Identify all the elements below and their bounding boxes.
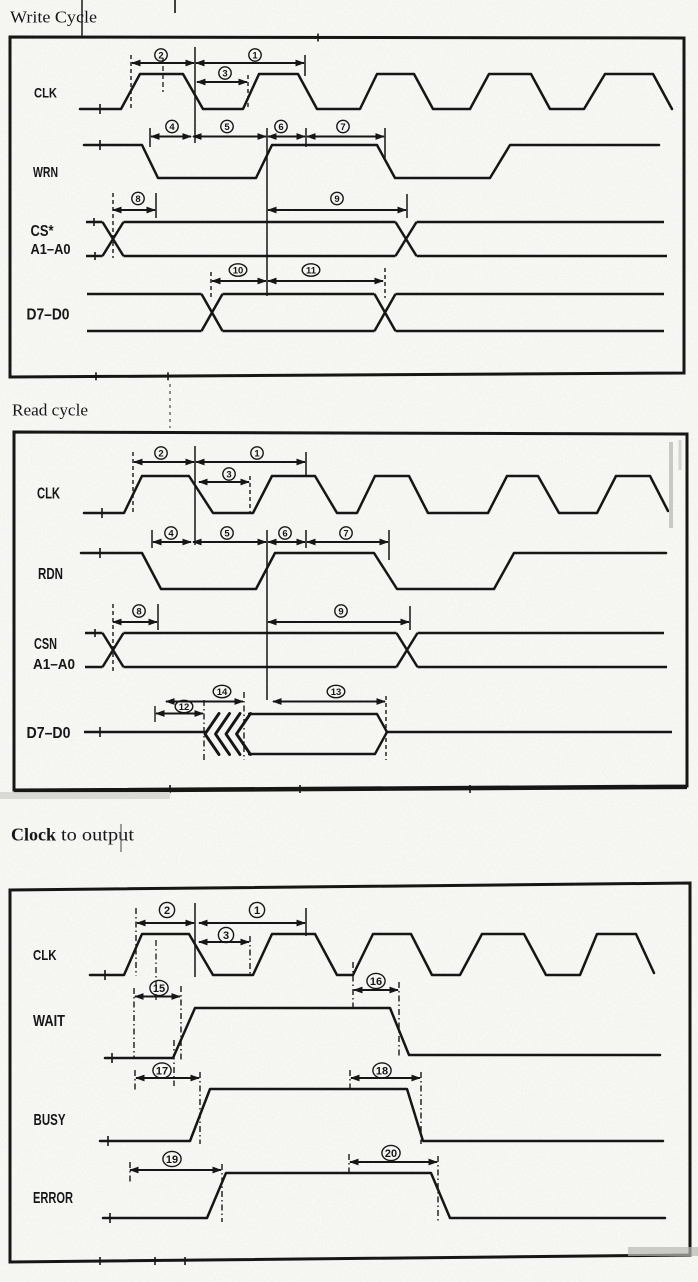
svg-text:9: 9 xyxy=(338,606,343,617)
svg-text:CLK: CLK xyxy=(33,947,57,964)
svg-text:D7–D0: D7–D0 xyxy=(27,307,70,324)
svg-text:3: 3 xyxy=(223,930,229,942)
svg-text:Clock: Clock xyxy=(11,825,56,845)
svg-text:20: 20 xyxy=(385,1148,397,1160)
svg-text:5: 5 xyxy=(224,122,230,133)
svg-text:A1–A0: A1–A0 xyxy=(33,656,75,673)
svg-text:Read cycle: Read cycle xyxy=(12,401,88,420)
svg-text:19: 19 xyxy=(166,1154,178,1166)
svg-text:10: 10 xyxy=(233,265,244,276)
svg-text:Write Cycle: Write Cycle xyxy=(10,8,97,27)
svg-text:11: 11 xyxy=(306,265,317,276)
svg-text:5: 5 xyxy=(224,528,230,539)
svg-text:to output: to output xyxy=(61,825,134,845)
svg-text:3: 3 xyxy=(226,469,231,480)
svg-text:ERROR: ERROR xyxy=(33,1190,73,1207)
svg-text:2: 2 xyxy=(158,50,163,61)
svg-text:2: 2 xyxy=(158,448,163,459)
svg-text:1: 1 xyxy=(252,50,258,61)
svg-text:17: 17 xyxy=(156,1065,168,1077)
svg-text:9: 9 xyxy=(334,194,339,205)
svg-text:CLK: CLK xyxy=(37,486,60,503)
svg-text:1: 1 xyxy=(254,448,260,459)
svg-text:4: 4 xyxy=(168,528,174,539)
svg-text:CLK: CLK xyxy=(34,86,57,101)
svg-text:8: 8 xyxy=(135,194,140,205)
svg-text:2: 2 xyxy=(164,905,170,917)
svg-text:13: 13 xyxy=(331,687,342,698)
svg-text:4: 4 xyxy=(169,122,175,133)
svg-text:8: 8 xyxy=(136,606,141,617)
svg-text:14: 14 xyxy=(217,687,228,698)
svg-text:7: 7 xyxy=(340,122,345,133)
svg-text:12: 12 xyxy=(179,702,190,713)
svg-text:WAIT: WAIT xyxy=(33,1013,65,1030)
svg-text:1: 1 xyxy=(254,905,260,917)
svg-text:RDN: RDN xyxy=(38,566,63,583)
svg-text:7: 7 xyxy=(343,528,348,539)
svg-text:6: 6 xyxy=(282,528,287,539)
svg-text:18: 18 xyxy=(376,1065,388,1077)
svg-text:A1–A0: A1–A0 xyxy=(31,241,71,258)
svg-text:CSN: CSN xyxy=(34,636,57,653)
svg-text:6: 6 xyxy=(278,122,283,133)
svg-text:15: 15 xyxy=(153,983,165,995)
svg-text:3: 3 xyxy=(222,68,227,79)
svg-text:BUSY: BUSY xyxy=(34,1112,66,1129)
svg-text:D7–D0: D7–D0 xyxy=(27,725,71,742)
svg-text:16: 16 xyxy=(370,976,382,988)
svg-text:WRN: WRN xyxy=(33,164,58,181)
svg-text:CS*: CS* xyxy=(31,223,55,240)
